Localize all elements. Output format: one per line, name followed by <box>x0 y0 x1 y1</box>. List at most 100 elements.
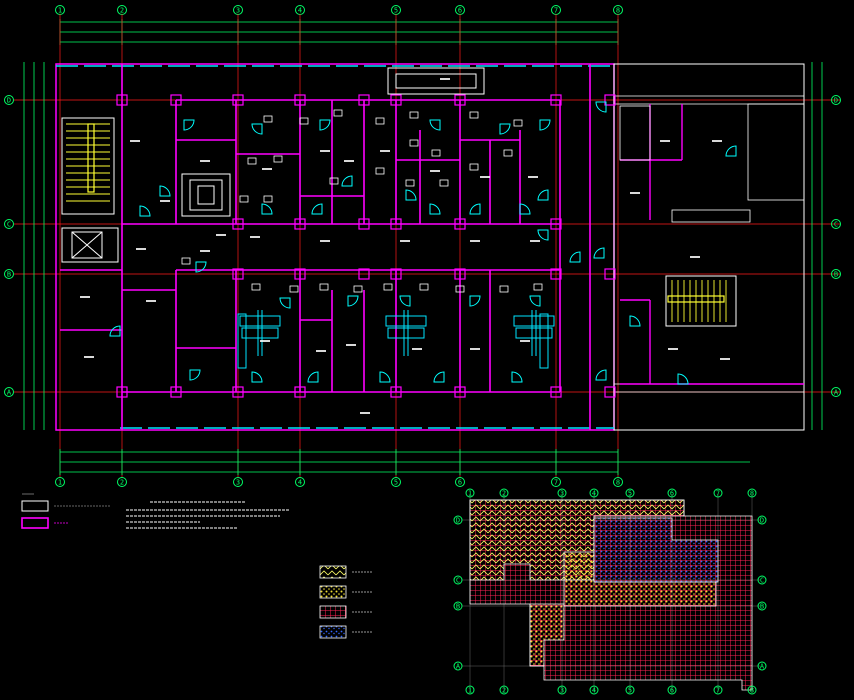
room-label-mark <box>200 250 210 252</box>
room-label-mark <box>346 344 356 346</box>
interior-walls <box>60 64 591 430</box>
axis-bubble: 4 <box>295 5 305 15</box>
door-swing <box>499 123 511 135</box>
door-swing <box>379 371 391 383</box>
axis-bubble: C <box>453 575 463 585</box>
axis-bubble: 5 <box>391 477 401 487</box>
notes-block <box>126 501 290 529</box>
axis-label: C <box>834 221 838 229</box>
column <box>550 218 562 230</box>
axis-label: 6 <box>458 7 462 15</box>
hatch-legend-item <box>319 565 372 579</box>
column <box>604 94 616 106</box>
door-swing <box>429 203 441 215</box>
axis-bubble: B <box>453 601 463 611</box>
axis-label: C <box>7 221 11 229</box>
axis-bubble: 8 <box>747 488 757 498</box>
door-swing <box>429 119 441 131</box>
axis-label: 6 <box>670 490 674 498</box>
door-swing <box>569 251 581 263</box>
axis-label: D <box>7 97 11 105</box>
fixture <box>439 179 449 187</box>
axis-bubble: 7 <box>551 477 561 487</box>
room-label-mark <box>690 256 700 258</box>
column <box>294 218 306 230</box>
door-swing <box>311 203 323 215</box>
fixture <box>353 285 363 293</box>
axis-label: 8 <box>616 479 620 487</box>
fixture <box>409 111 419 119</box>
fixture <box>409 139 419 147</box>
room-label-mark <box>480 176 490 178</box>
axis-label: 3 <box>236 479 240 487</box>
door-swing <box>189 369 201 381</box>
axis-label: B <box>760 603 764 611</box>
axis-label: 4 <box>592 687 596 695</box>
axis-label: 3 <box>560 687 564 695</box>
axis-label: D <box>834 97 838 105</box>
axis-label: 5 <box>394 7 398 15</box>
room-label-mark <box>400 240 410 242</box>
column <box>390 218 402 230</box>
room-label-mark <box>528 176 538 178</box>
column <box>454 386 466 398</box>
fixture <box>499 285 509 293</box>
axis-label: B <box>834 271 838 279</box>
door-swing <box>405 189 417 201</box>
fixture <box>239 195 249 203</box>
column <box>390 94 402 106</box>
horizontal-grid-lines <box>14 99 840 393</box>
axis-label: 3 <box>560 490 564 498</box>
fixture <box>263 115 273 123</box>
fixture <box>263 195 273 203</box>
axis-bubble: C <box>831 219 841 229</box>
room-label-mark <box>412 348 422 350</box>
room-label-mark <box>470 240 480 242</box>
fixture <box>181 257 191 265</box>
axis-bubble: 1 <box>55 477 65 487</box>
fixture <box>469 163 479 171</box>
door-swing <box>529 295 541 307</box>
axis-label: 7 <box>554 479 558 487</box>
axis-label: 5 <box>394 479 398 487</box>
column <box>232 218 244 230</box>
column <box>604 386 616 398</box>
vertical-grid-lines <box>59 14 619 478</box>
key-plan <box>462 494 760 692</box>
fixture <box>251 283 261 291</box>
door-swing <box>261 203 273 215</box>
axis-bubble: B <box>831 269 841 279</box>
axis-label: 1 <box>58 479 62 487</box>
axis-bubble: A <box>453 661 463 671</box>
room-label-mark <box>712 140 722 142</box>
door-swing <box>677 373 689 385</box>
axis-bubble: 2 <box>117 5 127 15</box>
room-label-mark <box>250 236 260 238</box>
structural-columns <box>116 94 616 398</box>
door-swing <box>725 145 737 157</box>
door-swing <box>433 371 445 383</box>
fixture <box>299 117 309 125</box>
axis-label: C <box>456 577 460 585</box>
fixture <box>405 179 415 187</box>
fixture <box>273 155 283 163</box>
column <box>294 268 306 280</box>
fixture <box>533 283 543 291</box>
room-label-mark <box>146 300 156 302</box>
axis-label: 6 <box>458 479 462 487</box>
axis-bubble: 6 <box>455 477 465 487</box>
room-label-mark <box>360 412 370 414</box>
axis-label: 4 <box>592 490 596 498</box>
door-swing <box>469 295 481 307</box>
sink-unit <box>539 313 549 369</box>
lift-core <box>181 173 231 217</box>
elevator-shaft <box>61 227 119 263</box>
fixture <box>431 149 441 157</box>
axis-label: 8 <box>750 687 754 695</box>
axis-label: 7 <box>716 490 720 498</box>
room-label-mark <box>320 150 330 152</box>
room-label-mark <box>262 168 272 170</box>
axis-label: A <box>456 663 461 671</box>
room-label-mark <box>260 340 270 342</box>
axis-bubble: 8 <box>747 685 757 695</box>
